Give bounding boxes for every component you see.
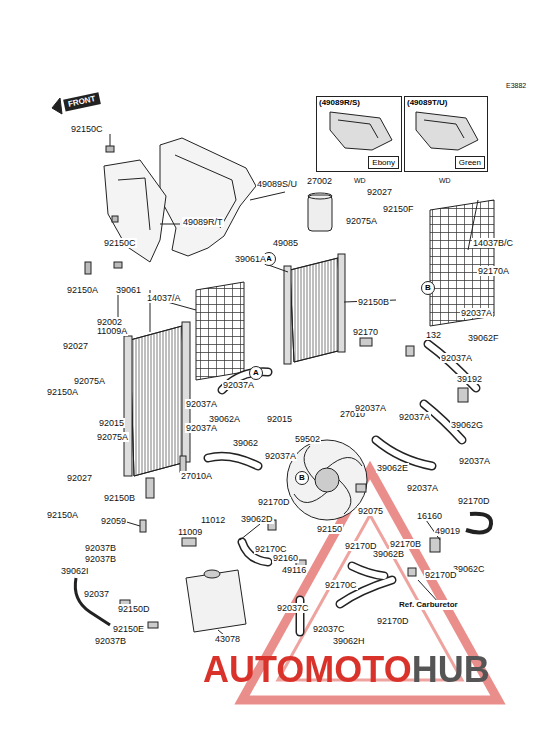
callout-number: 92037A	[440, 353, 473, 363]
callout-number: 92170C	[324, 580, 358, 590]
callout-number: 92150A	[66, 285, 99, 295]
callout-number: WD	[353, 177, 367, 185]
callout-number: 92170B	[389, 539, 422, 549]
callout-number: 92037B	[94, 636, 127, 646]
callout-number: 39061A	[234, 254, 267, 264]
callout-number: 92037A	[264, 451, 297, 461]
inset-box: (49089T/U) Green	[404, 96, 488, 172]
callout-number: 14037/A	[146, 293, 182, 303]
callout-number: 39062F	[467, 333, 500, 343]
front-arrow: FRONT	[63, 92, 100, 111]
callout-number: 49019	[434, 526, 461, 536]
reference-circle: A	[249, 366, 263, 380]
callout-number: 11009A	[96, 326, 128, 336]
callout-number: 92075A	[345, 216, 378, 226]
callout-number: 92037A	[185, 399, 218, 409]
callout-number: 92037C	[276, 603, 310, 613]
callout-number: 27002	[306, 176, 333, 186]
callout-number: 16160	[416, 511, 443, 521]
callout-number: 92037A	[460, 308, 493, 318]
callout-number: 92037	[83, 589, 110, 599]
callout-number: 92037A	[458, 456, 491, 466]
callout-number: 92037B	[84, 543, 117, 553]
callout-number: 92027	[366, 187, 393, 197]
callout-number: 92075A	[96, 432, 129, 442]
callout-number: 92150D	[117, 604, 151, 614]
callout-number: 92170	[352, 327, 379, 337]
callout-number: 92027	[62, 341, 89, 351]
callout-number: 43078	[214, 634, 241, 644]
callout-number: 92075A	[73, 376, 106, 386]
color-tag: Green	[455, 156, 485, 169]
inset-title: (49089R/S)	[317, 97, 401, 109]
callout-number: 92150A	[46, 387, 79, 397]
node-text: Ebony	[372, 158, 395, 167]
inset-box: (49089R/S) Ebony	[316, 96, 402, 172]
callout-number: E3882	[505, 82, 527, 90]
callout-number: 92150C	[70, 124, 104, 134]
callout-number: 39062D	[240, 514, 274, 524]
callout-number: 92037A	[406, 483, 439, 493]
callout-number: 39061	[115, 285, 142, 295]
callout-number: 92059	[100, 516, 127, 526]
node-text: B	[296, 472, 308, 484]
callout-number: 59502	[294, 434, 321, 444]
callout-number: 39062H	[332, 636, 366, 646]
callout-number: 92150F	[382, 204, 415, 214]
callout-number: 39192	[456, 374, 483, 384]
callout-number: 132	[425, 330, 442, 340]
callout-number: 39062I	[60, 566, 90, 576]
callout-number: 49116	[281, 565, 307, 575]
node-text: Green	[459, 158, 481, 167]
callout-number: WD	[438, 177, 452, 185]
watermark: AUTOMOTOHUB	[203, 650, 490, 690]
callout-number: Ref. Carburetor	[398, 600, 459, 610]
callout-number: 92037A	[222, 380, 255, 390]
callout-number: 92170D	[376, 616, 410, 626]
inset-title: (49089T/U)	[405, 97, 487, 109]
callout-number: 92150C	[103, 238, 137, 248]
callout-number: 39062B	[372, 549, 405, 559]
callout-number: 92160	[272, 553, 299, 563]
callout-number: 92170D	[457, 496, 491, 506]
callout-number: 49089R/T	[182, 217, 224, 227]
reference-circle: B	[421, 281, 435, 295]
color-tag: Ebony	[368, 156, 399, 169]
callout-number: 92150B	[357, 297, 390, 307]
callout-number: 92075	[357, 506, 384, 516]
callout-number: 92037A	[354, 403, 387, 413]
callout-number: 49085	[272, 238, 299, 248]
callout-number: 14037B/C	[472, 238, 514, 248]
callout-number: 92027	[66, 473, 93, 483]
callout-number: 92015	[266, 414, 293, 424]
callout-number: 92170D	[424, 570, 458, 580]
node-text: B	[422, 282, 434, 294]
callout-number: 11012	[200, 515, 226, 525]
callout-number: 92150A	[46, 510, 79, 520]
callout-number: 92150E	[112, 624, 145, 634]
callout-number: 92037B	[84, 554, 117, 564]
callout-number: 39062	[232, 438, 259, 448]
callout-number: 92150	[316, 524, 343, 534]
callout-number: 39062E	[376, 463, 409, 473]
callout-number: 92037C	[312, 624, 346, 634]
callout-number: 27010A	[180, 471, 213, 481]
callout-number: 11009	[177, 527, 203, 537]
callout-number: 39062G	[450, 420, 484, 430]
callout-number: 92170D	[257, 497, 291, 507]
node-text: A	[250, 367, 262, 379]
callout-number: 92170A	[477, 266, 510, 276]
callout-number: 92015	[98, 418, 125, 428]
callout-number: 92150B	[103, 493, 136, 503]
callout-number: 92037A	[185, 423, 218, 433]
callout-number: 49089S/U	[256, 179, 298, 189]
callout-number: 92037A	[398, 412, 431, 422]
reference-circle: B	[295, 471, 309, 485]
